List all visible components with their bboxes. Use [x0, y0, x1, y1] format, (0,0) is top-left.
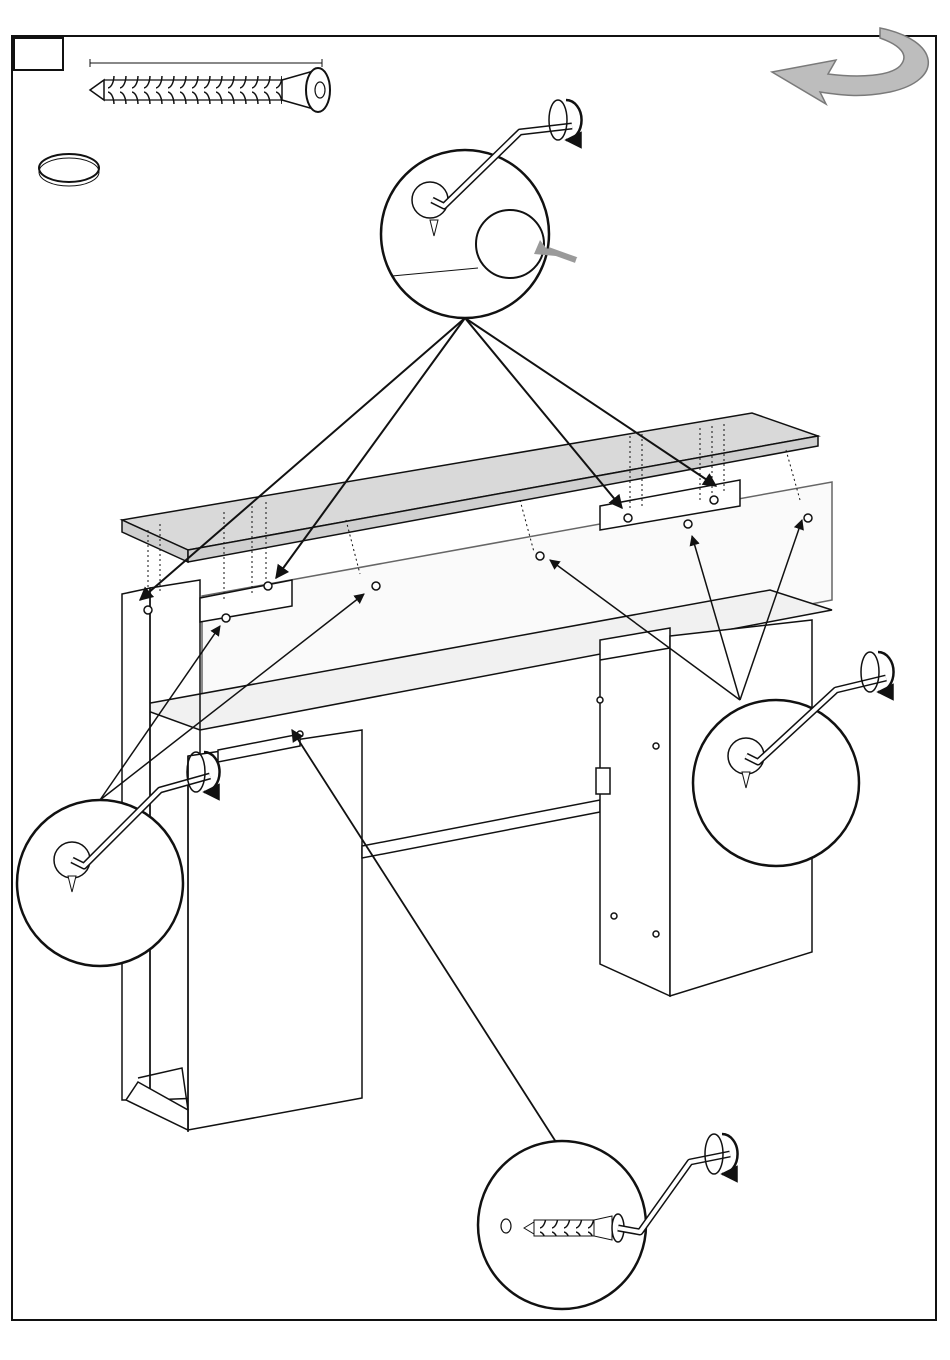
turn-over-arrow-icon — [772, 28, 928, 104]
screw-icon — [90, 59, 330, 112]
hinge-icon — [596, 768, 610, 794]
detail-bottom — [478, 1134, 738, 1309]
cap-icon — [39, 154, 99, 186]
detail-top — [381, 100, 582, 318]
